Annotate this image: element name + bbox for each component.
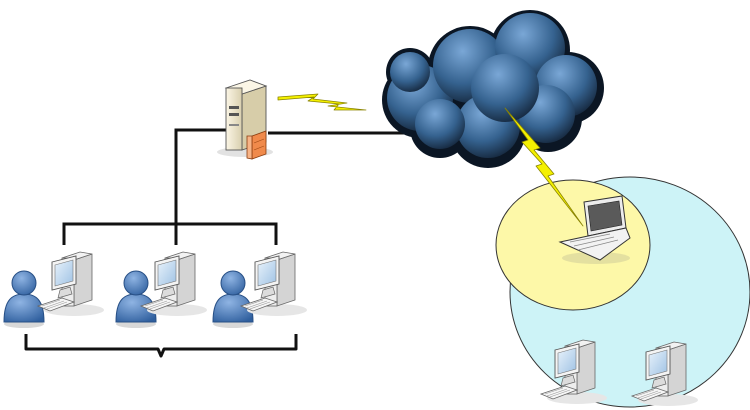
workstation-3 bbox=[212, 251, 308, 329]
internet-cloud-icon bbox=[382, 10, 604, 168]
firewall-icon bbox=[246, 130, 267, 160]
user-icon bbox=[115, 270, 157, 329]
laptop-icon bbox=[558, 195, 631, 264]
desktop-computer-icon bbox=[37, 251, 105, 317]
group-brace bbox=[24, 334, 298, 358]
server-icon bbox=[217, 79, 273, 160]
desktop-computer-icon bbox=[240, 251, 308, 317]
desktop-computer-icon bbox=[140, 251, 208, 317]
workstation-1 bbox=[3, 251, 105, 329]
workstation-2 bbox=[115, 251, 208, 329]
user-icon bbox=[212, 270, 254, 329]
wireless-link-lightning-icon bbox=[277, 93, 367, 111]
user-icon bbox=[3, 270, 45, 329]
wireless-link-lightning-icon bbox=[504, 107, 584, 227]
server-uplink-cable bbox=[174, 128, 232, 245]
lan-bus-cable bbox=[62, 222, 278, 245]
